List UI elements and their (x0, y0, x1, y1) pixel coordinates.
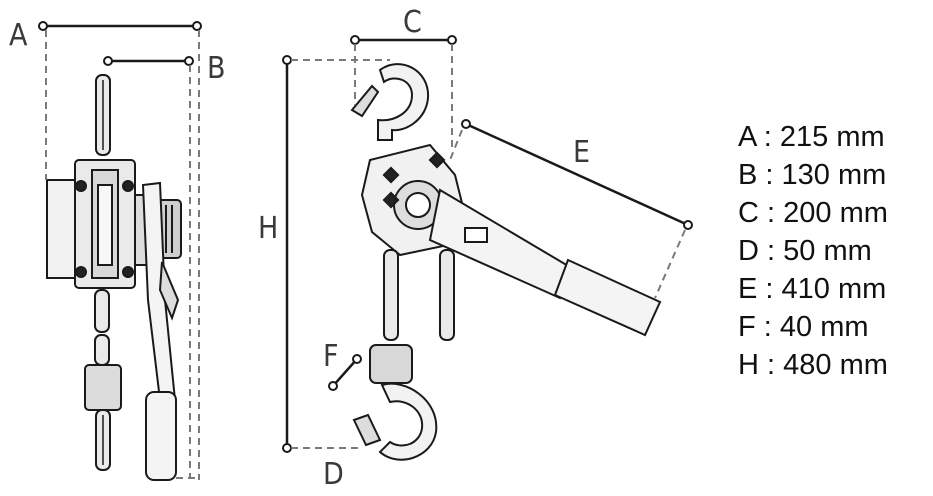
spec-row-f: F : 40 mm (738, 311, 869, 343)
spec-row-b: B : 130 mm (738, 159, 887, 191)
spec-row-e: E : 410 mm (738, 273, 887, 305)
dimension-spec-list: A : 215 mm B : 130 mm C : 200 mm D : 50 … (738, 118, 888, 384)
label-d: D (323, 457, 344, 492)
label-a: A (9, 18, 28, 53)
dimension-lines-left (38, 21, 202, 480)
dimension-lines-front (282, 35, 693, 453)
spec-row-c: C : 200 mm (738, 197, 888, 229)
label-b: B (207, 51, 226, 86)
hoist-front-view (350, 63, 662, 461)
label-c: C (403, 5, 422, 40)
label-f: F (323, 339, 339, 374)
label-e: E (573, 135, 590, 170)
spec-row-d: D : 50 mm (738, 235, 872, 267)
spec-row-a: A : 215 mm (738, 121, 885, 153)
label-h: H (258, 211, 278, 246)
hoist-side-view (46, 74, 182, 481)
spec-row-h: H : 480 mm (738, 349, 888, 381)
